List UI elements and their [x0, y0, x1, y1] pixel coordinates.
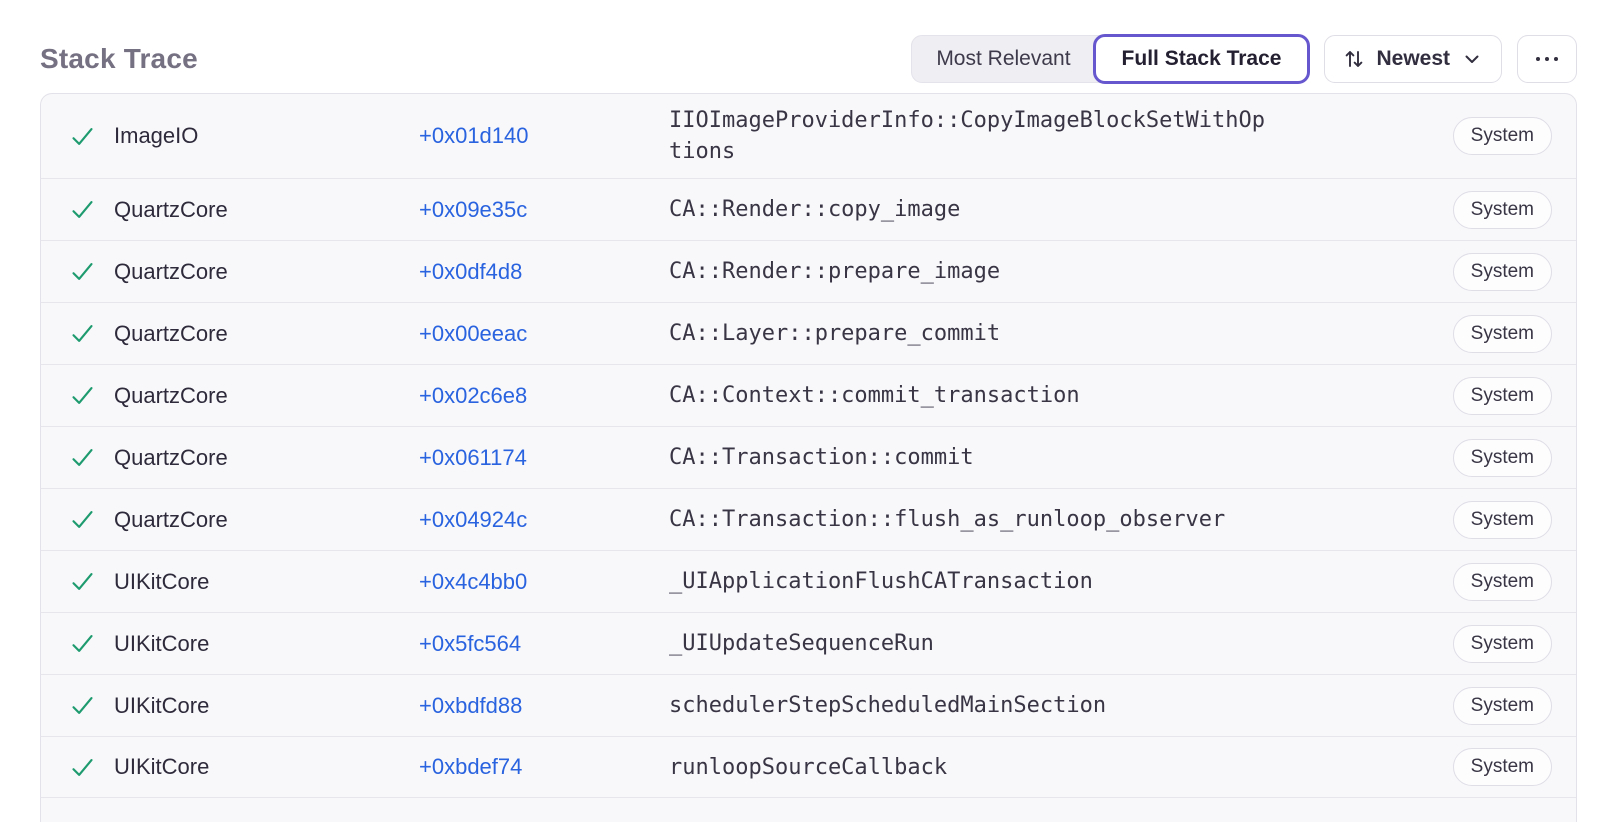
chevron-down-icon	[1461, 48, 1483, 70]
function-name: CA::Render::prepare_image	[669, 259, 1001, 284]
stack-frame-row[interactable]: UIKitCore +0x4c4bb0 _UIApplicationFlushC…	[41, 550, 1576, 612]
offset-link[interactable]: +0x4c4bb0	[419, 568, 528, 594]
header-controls: Most Relevant Full Stack Trace Newest	[911, 34, 1577, 84]
offset-link[interactable]: +0x061174	[419, 444, 527, 470]
offset-link[interactable]: +0x0df4d8	[419, 258, 523, 284]
offset-link[interactable]: +0xbdef74	[419, 754, 523, 779]
module-name: ImageIO	[114, 123, 199, 148]
checkmark-icon	[69, 258, 114, 285]
stack-frame-row[interactable]: QuartzCore +0x061174 CA::Transaction::co…	[41, 426, 1576, 488]
sort-arrows-icon	[1343, 48, 1365, 70]
function-name: CA::Layer::prepare_commit	[669, 321, 1001, 346]
system-badge: System	[1452, 686, 1552, 725]
most-relevant-button[interactable]: Most Relevant	[912, 36, 1094, 82]
system-badge: System	[1452, 376, 1552, 415]
system-badge: System	[1452, 117, 1552, 155]
badge-wrap: System	[1452, 314, 1552, 353]
more-options-button[interactable]	[1517, 35, 1577, 83]
stack-frame-row[interactable]: UIKitCore +0x5fc564 _UIUpdateSequenceRun…	[41, 612, 1576, 674]
function-name: schedulerStepScheduledMainSection	[669, 693, 1107, 718]
offset-link[interactable]: +0x00eeac	[419, 320, 528, 346]
module-name: QuartzCore	[114, 258, 228, 284]
system-badge: System	[1452, 748, 1552, 786]
sort-dropdown[interactable]: Newest	[1324, 35, 1502, 83]
stack-frame-row[interactable]: QuartzCore +0x0df4d8 CA::Render::prepare…	[41, 240, 1576, 302]
function-name: CA::Render::copy_image	[669, 197, 961, 222]
view-mode-toggle: Most Relevant Full Stack Trace	[911, 34, 1311, 84]
function-name: CA::Transaction::commit	[669, 445, 974, 470]
system-badge: System	[1452, 624, 1552, 663]
system-badge: System	[1452, 314, 1552, 353]
checkmark-icon	[69, 692, 114, 719]
module-name: UIKitCore	[114, 568, 210, 594]
module-name: QuartzCore	[114, 196, 228, 222]
module-name: UIKitCore	[114, 630, 210, 656]
function-name: CA::Context::commit_transaction	[669, 383, 1080, 408]
stack-frame-row[interactable]: UIKitCore +0xbdfd88 schedulerStepSchedul…	[41, 674, 1576, 736]
stack-frame-row[interactable]: ImageIO +0x01d140 IIOImageProviderInfo::…	[41, 94, 1576, 178]
function-name: runloopSourceCallback	[669, 754, 948, 780]
page-title: Stack Trace	[40, 43, 198, 74]
stack-frame-row[interactable]: QuartzCore +0x09e35c CA::Render::copy_im…	[41, 178, 1576, 240]
badge-wrap: System	[1452, 500, 1552, 539]
full-stack-trace-button[interactable]: Full Stack Trace	[1092, 34, 1311, 84]
badge-wrap: System	[1452, 376, 1552, 415]
stack-frame-row[interactable]: QuartzCore +0x00eeac CA::Layer::prepare_…	[41, 302, 1576, 364]
badge-wrap: System	[1452, 117, 1552, 155]
checkmark-icon	[69, 196, 114, 223]
stack-frame-row[interactable]: QuartzCore +0x04924c CA::Transaction::fl…	[41, 488, 1576, 550]
system-badge: System	[1452, 252, 1552, 291]
badge-wrap: System	[1452, 562, 1552, 601]
badge-wrap: System	[1452, 748, 1552, 786]
module-name: QuartzCore	[114, 444, 228, 470]
module-name: QuartzCore	[114, 382, 228, 408]
system-badge: System	[1452, 438, 1552, 477]
offset-link[interactable]: +0x5fc564	[419, 630, 522, 656]
checkmark-icon	[69, 444, 114, 471]
offset-link[interactable]: +0x09e35c	[419, 196, 528, 222]
system-badge: System	[1452, 500, 1552, 539]
header: Stack Trace Most Relevant Full Stack Tra…	[0, 0, 1614, 93]
stack-frame-row[interactable]: QuartzCore +0x02c6e8 CA::Context::commit…	[41, 364, 1576, 426]
checkmark-icon	[69, 382, 114, 409]
module-name: UIKitCore	[114, 754, 210, 779]
function-name: CA::Transaction::flush_as_runloop_observ…	[669, 507, 1226, 532]
ellipsis-icon	[1536, 57, 1558, 61]
checkmark-icon	[69, 123, 114, 150]
checkmark-icon	[69, 630, 114, 657]
function-name: _UIUpdateSequenceRun	[669, 631, 934, 656]
offset-link[interactable]: +0x04924c	[419, 506, 528, 532]
stack-frame-row[interactable]: UIKitCore +0xbdef74 runloopSourceCallbac…	[41, 736, 1576, 798]
stack-trace-table: ImageIO +0x01d140 IIOImageProviderInfo::…	[40, 93, 1577, 822]
checkmark-icon	[69, 568, 114, 595]
badge-wrap: System	[1452, 686, 1552, 725]
badge-wrap: System	[1452, 624, 1552, 663]
offset-link[interactable]: +0x01d140	[419, 123, 529, 148]
badge-wrap: System	[1452, 438, 1552, 477]
badge-wrap: System	[1452, 190, 1552, 229]
function-name: _UIApplicationFlushCATransaction	[669, 569, 1093, 594]
module-name: QuartzCore	[114, 320, 228, 346]
badge-wrap: System	[1452, 252, 1552, 291]
module-name: QuartzCore	[114, 506, 228, 532]
checkmark-icon	[69, 754, 114, 781]
function-name: IIOImageProviderInfo::CopyImageBlockSetW…	[669, 108, 1266, 164]
module-name: UIKitCore	[114, 692, 210, 718]
checkmark-icon	[69, 320, 114, 347]
system-badge: System	[1452, 562, 1552, 601]
sort-dropdown-label: Newest	[1376, 47, 1450, 70]
offset-link[interactable]: +0xbdfd88	[419, 692, 523, 718]
offset-link[interactable]: +0x02c6e8	[419, 382, 528, 408]
checkmark-icon	[69, 506, 114, 533]
system-badge: System	[1452, 190, 1552, 229]
